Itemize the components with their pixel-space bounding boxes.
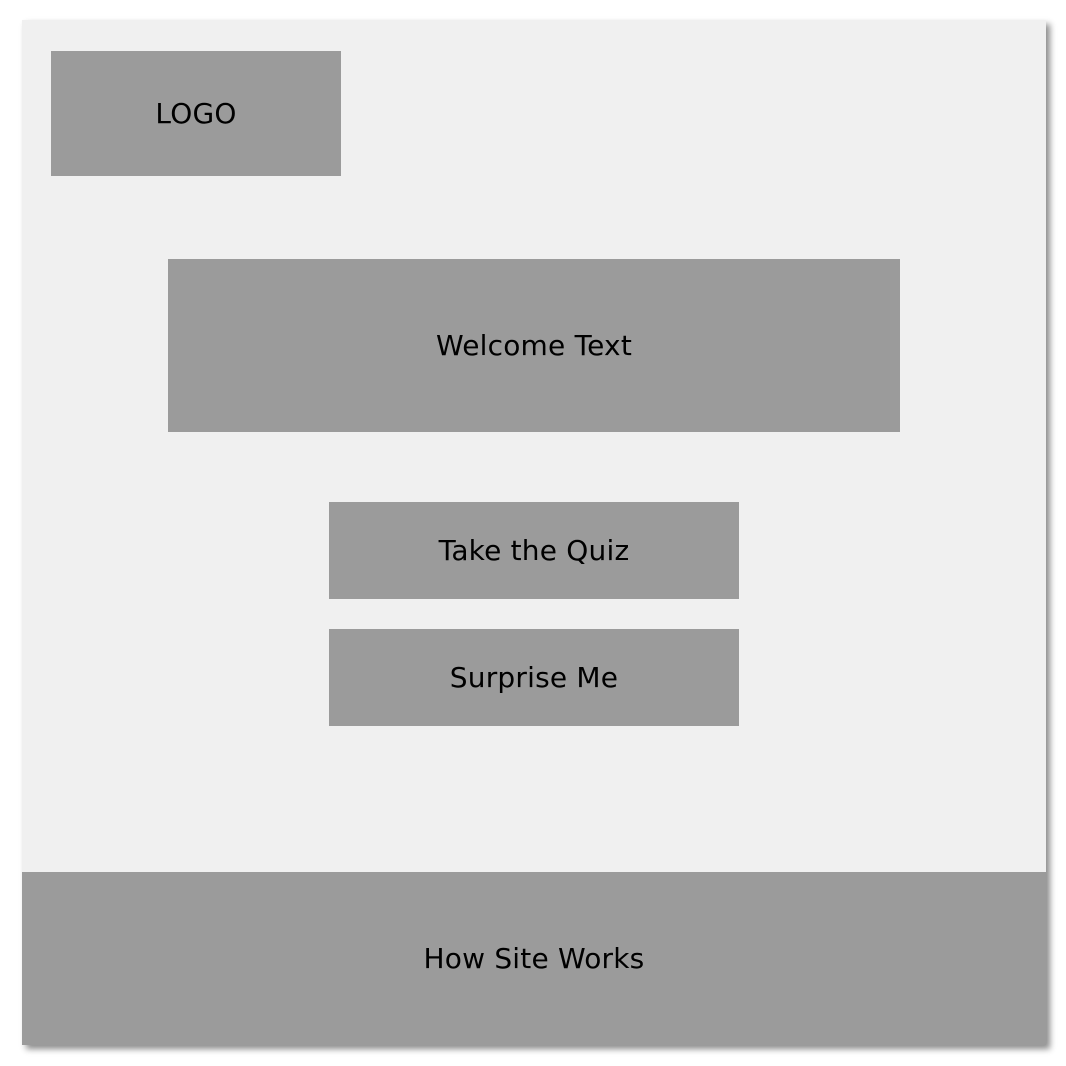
page-frame: LOGO Welcome Text Take the Quiz Surprise…: [22, 20, 1046, 1045]
welcome-text-block: Welcome Text: [168, 259, 900, 432]
surprise-me-label: Surprise Me: [449, 661, 619, 694]
logo[interactable]: LOGO: [51, 51, 341, 176]
welcome-text: Welcome Text: [435, 329, 632, 362]
footer-how-site-works[interactable]: How Site Works: [22, 872, 1046, 1045]
surprise-me-button[interactable]: Surprise Me: [329, 629, 739, 726]
take-the-quiz-label: Take the Quiz: [438, 534, 630, 567]
footer-label: How Site Works: [423, 942, 645, 975]
logo-label: LOGO: [155, 97, 237, 130]
take-the-quiz-button[interactable]: Take the Quiz: [329, 502, 739, 599]
